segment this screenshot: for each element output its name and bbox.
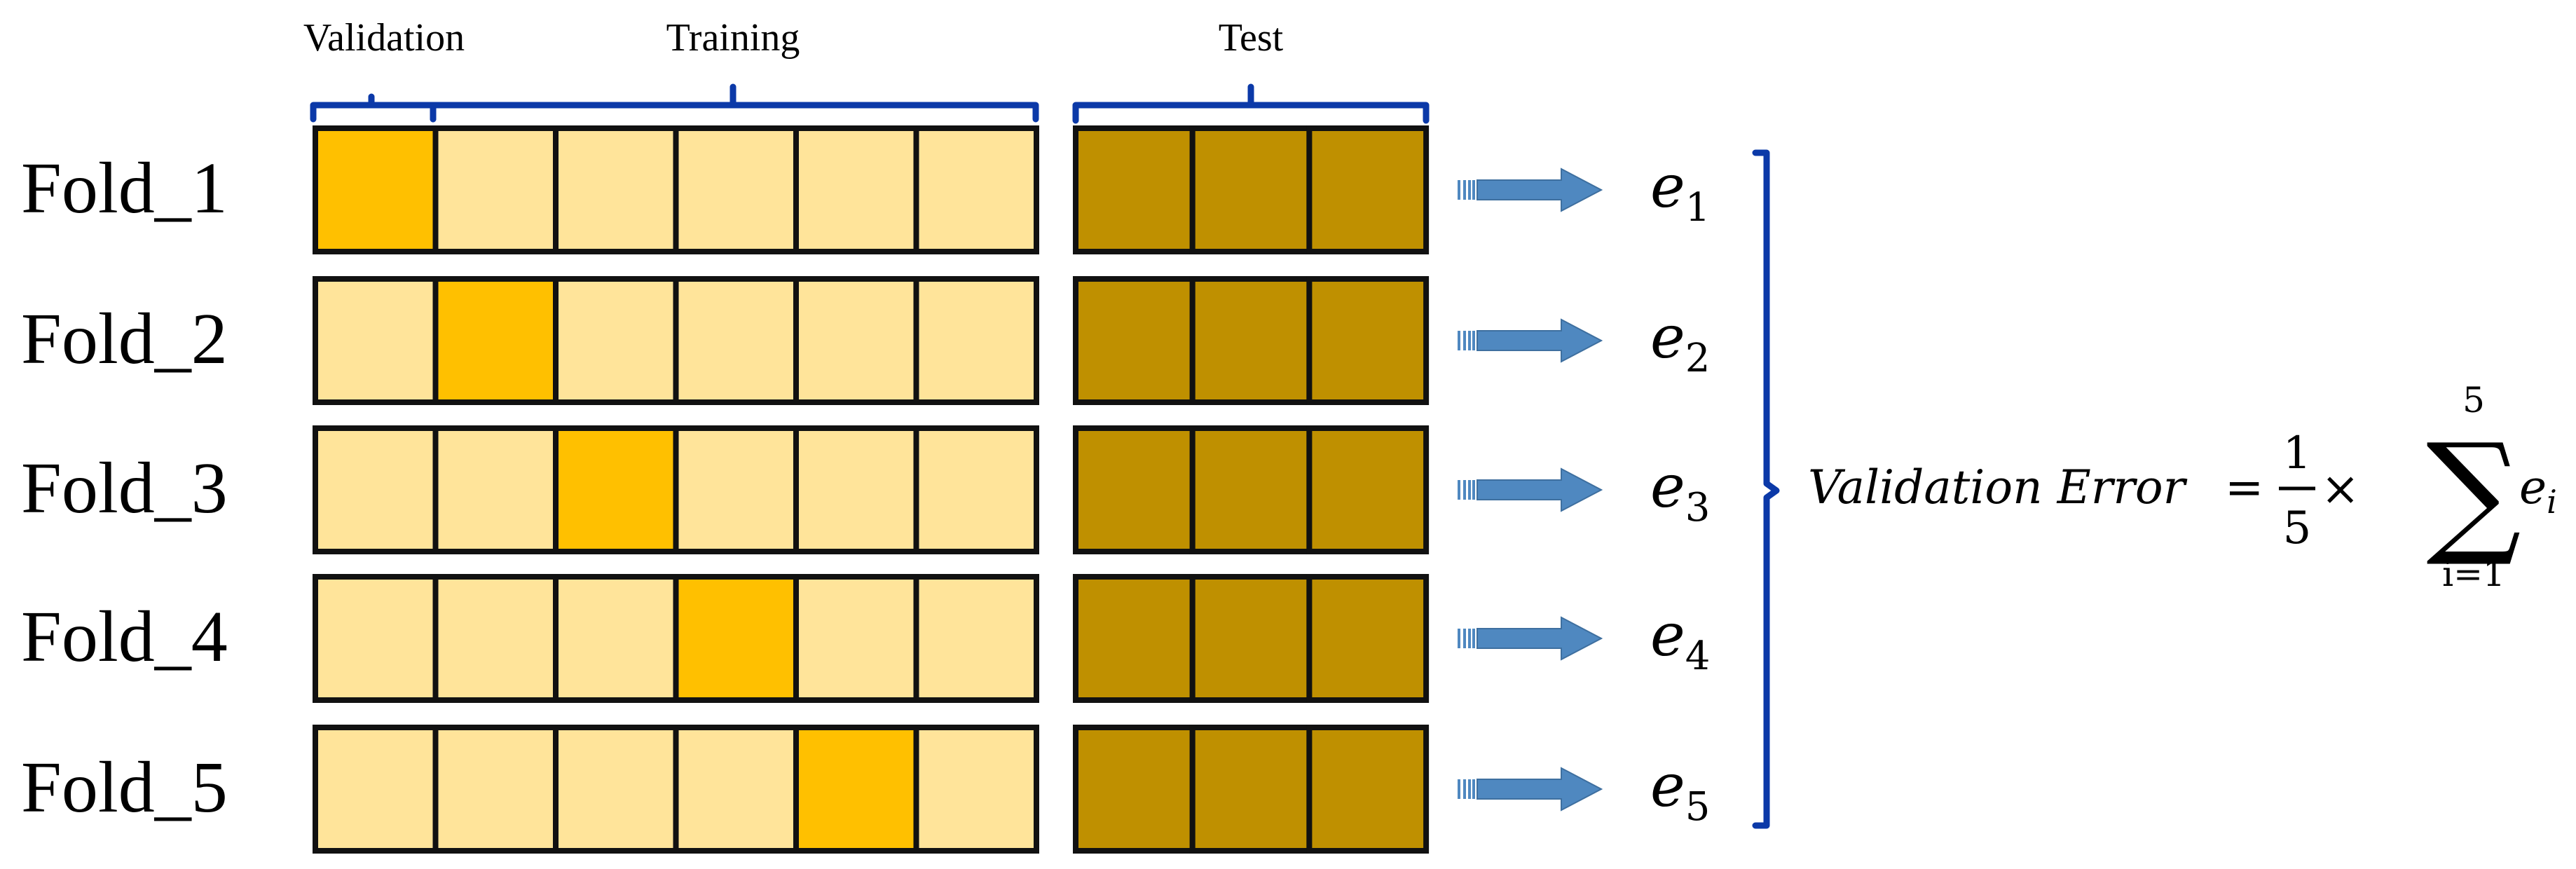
training-block: [913, 425, 1039, 554]
formula-lhs: Validation Error: [1808, 460, 2188, 514]
training-block: [432, 725, 559, 854]
test-block: [1073, 574, 1195, 703]
validation-block: [432, 276, 559, 405]
arrow-right-icon: [1458, 167, 1603, 212]
arrow-right-icon: [1458, 318, 1603, 363]
error-label-subscript: 5: [1685, 784, 1711, 830]
formula-fraction-numerator: 1: [2283, 427, 2312, 479]
validation-error-formula: Validation Error = 1 5 × 5 ∑ i=1 ei: [1808, 380, 2557, 594]
fold-row: Fold_3 e3: [21, 425, 1710, 554]
test-block: [1073, 276, 1195, 405]
fold-label: Fold_3: [21, 448, 228, 528]
error-label-base: e: [1650, 452, 1685, 521]
error-label-subscript: 2: [1685, 336, 1711, 381]
error-label-subscript: 3: [1685, 485, 1711, 531]
test-block: [1306, 574, 1430, 703]
error-label: e4: [1650, 601, 1710, 679]
training-block: [432, 425, 559, 554]
arrow-right-icon: [1458, 767, 1603, 812]
test-block: [1189, 125, 1313, 254]
error-label-base: e: [1650, 152, 1685, 221]
fold-label: Fold_4: [21, 596, 228, 677]
training-block: [673, 425, 799, 554]
validation-header-label: Validation: [303, 16, 465, 60]
error-label: e3: [1650, 452, 1710, 531]
validation-block: [793, 725, 919, 854]
test-header-label: Test: [1219, 16, 1284, 60]
training-header-label: Training: [666, 16, 800, 60]
fold-label: Fold_1: [21, 148, 228, 228]
training-block: [793, 574, 919, 703]
sum-symbol-icon: ∑: [2426, 415, 2521, 570]
training-block: [553, 125, 679, 254]
test-block: [1073, 425, 1195, 554]
training-block: [313, 425, 439, 554]
training-bracket: [430, 83, 1039, 123]
fold-row: Fold_1 e1: [21, 125, 1710, 254]
error-label-base: e: [1650, 601, 1685, 669]
test-block: [1189, 276, 1313, 405]
error-label: e1: [1650, 152, 1710, 231]
training-block: [673, 276, 799, 405]
formula-fraction-denominator: 5: [2283, 502, 2312, 554]
training-block: [432, 125, 559, 254]
formula-term-base: e: [2519, 460, 2547, 514]
training-block: [673, 725, 799, 854]
test-block: [1306, 425, 1430, 554]
validation-bracket: [310, 93, 437, 123]
test-block: [1073, 725, 1195, 854]
training-block: [913, 725, 1039, 854]
test-block: [1189, 725, 1313, 854]
training-block: [913, 574, 1039, 703]
training-block: [913, 125, 1039, 254]
training-block: [793, 276, 919, 405]
test-block: [1189, 425, 1313, 554]
formula-term-subscript: i: [2547, 483, 2557, 521]
fold-label: Fold_5: [21, 747, 228, 828]
fold-row: Fold_5 e5: [21, 725, 1710, 854]
formula-sum-lower-limit: i=1: [2442, 554, 2505, 594]
test-block: [1306, 725, 1430, 854]
training-block: [673, 125, 799, 254]
training-block: [313, 574, 439, 703]
arrow-right-icon: [1458, 467, 1603, 512]
error-label-subscript: 1: [1685, 185, 1711, 231]
formula-times: ×: [2321, 462, 2359, 516]
test-bracket: [1072, 83, 1430, 124]
training-block: [432, 574, 559, 703]
validation-block: [553, 425, 679, 554]
validation-block: [673, 574, 799, 703]
training-block: [913, 276, 1039, 405]
test-block: [1073, 125, 1195, 254]
fold-label: Fold_2: [21, 299, 228, 379]
error-label-base: e: [1650, 751, 1685, 820]
error-label-base: e: [1650, 303, 1685, 371]
fold-row: Fold_4 e4: [21, 574, 1710, 703]
test-block: [1306, 276, 1430, 405]
validation-block: [313, 125, 439, 254]
training-block: [793, 425, 919, 554]
training-block: [553, 725, 679, 854]
training-block: [553, 276, 679, 405]
training-block: [313, 276, 439, 405]
formula-equals: =: [2225, 460, 2263, 514]
error-bracket: [1752, 149, 1780, 829]
test-block: [1306, 125, 1430, 254]
training-block: [793, 125, 919, 254]
test-block: [1189, 574, 1313, 703]
error-label: e2: [1650, 303, 1710, 381]
error-label-subscript: 4: [1685, 634, 1711, 679]
training-block: [553, 574, 679, 703]
fold-row: Fold_2 e2: [21, 276, 1710, 405]
formula-term: ei: [2519, 460, 2557, 521]
error-label: e5: [1650, 751, 1710, 830]
formula-sum-upper-limit: 5: [2462, 380, 2485, 420]
arrow-right-icon: [1458, 616, 1603, 661]
training-block: [313, 725, 439, 854]
